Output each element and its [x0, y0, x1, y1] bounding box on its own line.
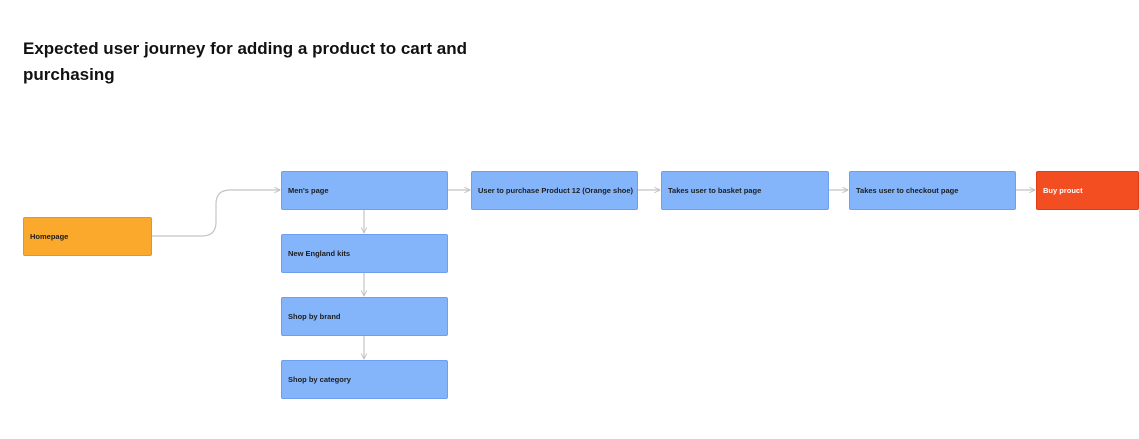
node-purchase-product[interactable]: User to purchase Product 12 (Orange shoe…: [471, 171, 638, 210]
node-buy-product[interactable]: Buy prouct: [1036, 171, 1139, 210]
node-homepage[interactable]: Homepage: [23, 217, 152, 256]
diagram-title: Expected user journey for adding a produ…: [23, 39, 467, 84]
node-basket-page[interactable]: Takes user to basket page: [661, 171, 829, 210]
node-checkout-page[interactable]: Takes user to checkout page: [849, 171, 1016, 210]
node-mens-page[interactable]: Men's page: [281, 171, 448, 210]
node-shop-by-brand[interactable]: Shop by brand: [281, 297, 448, 336]
node-shop-by-category[interactable]: Shop by category: [281, 360, 448, 399]
connector-homepage-to-mens: [152, 190, 280, 237]
node-new-england-kits[interactable]: New England kits: [281, 234, 448, 273]
